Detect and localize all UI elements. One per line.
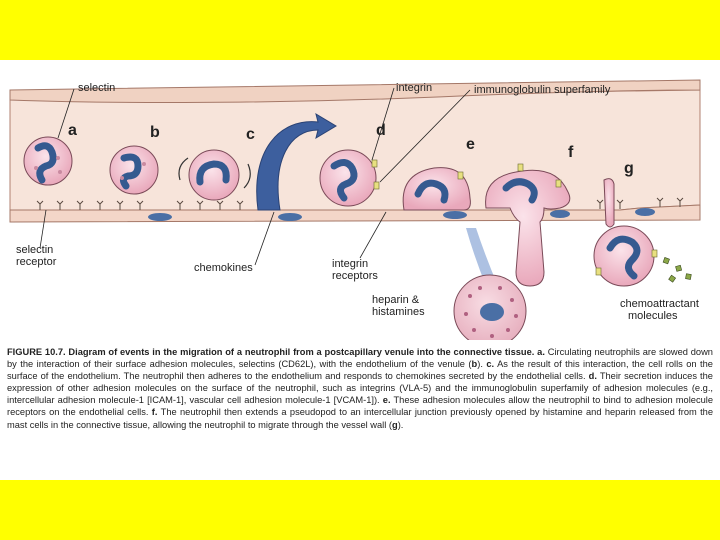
panel-letter-a: a	[68, 122, 77, 139]
panel-letter-d: d	[376, 122, 386, 139]
caption-text-c: As the result of this interaction, the c…	[7, 359, 713, 382]
panel-letter-e: e	[466, 136, 475, 153]
label-integrin-receptors-line2: receptors	[332, 270, 378, 282]
caption-text-a: Circulating neutrophils are slowed down …	[7, 347, 713, 370]
endothelial-nucleus	[278, 213, 302, 221]
leader-lines	[39, 87, 471, 266]
label-selectin: selectin	[78, 82, 116, 94]
caption-text-e: These adhesion molecules allow the neutr…	[7, 395, 713, 418]
label-integrin-receptors-line1: integrin	[332, 258, 369, 270]
caption-text-d: Their secretion induces the expression o…	[7, 371, 713, 406]
label-heparin-line1: heparin &	[372, 294, 420, 306]
label-selectin-receptor-line1: selectin	[16, 244, 54, 256]
caption-letter-d: d.	[588, 371, 597, 382]
caption-letter-e: e.	[382, 395, 391, 406]
neutrophil-f	[485, 163, 571, 287]
neutrophil-c	[178, 149, 251, 201]
panel-letter-b: b	[150, 124, 160, 141]
flow-arrow	[256, 112, 337, 211]
caption-close-b: ).	[477, 359, 483, 370]
panel-letter-f: f	[568, 144, 574, 161]
caption-text-f: The neutrophil then extends a pseudopod …	[7, 407, 713, 430]
figure-caption: FIGURE 10.7. Diagram of events in the mi…	[7, 346, 713, 431]
caption-ref-g: g	[392, 419, 398, 430]
neutrophil-a	[23, 136, 73, 186]
label-heparin-line2: histamines	[372, 306, 425, 318]
panel-letter-g: g	[624, 160, 634, 177]
selectin-receptor-row	[36, 197, 684, 210]
caption-ref-b: b	[471, 359, 478, 370]
chemoattractant-molecules	[662, 257, 692, 283]
neutrophil-d	[319, 149, 380, 207]
figure-panel: selectin integrin immunoglobulin superfa…	[0, 60, 720, 480]
endothelial-nucleus	[550, 210, 570, 218]
label-chemokines: chemokines	[194, 262, 253, 274]
endothelial-nucleus	[148, 213, 172, 221]
neutrophil-g	[593, 178, 658, 287]
neutrophil-e	[402, 167, 471, 211]
endothelial-nucleus	[443, 211, 467, 219]
label-chemoattractant-line1: chemoattractant	[620, 298, 699, 310]
caption-letter-f: f.	[151, 407, 158, 418]
label-chemoattractant-line2: molecules	[628, 310, 678, 322]
caption-title: FIGURE 10.7. Diagram of events in the mi…	[7, 347, 535, 357]
endothelial-nucleus	[635, 208, 655, 216]
caption-letter-c: c.	[486, 359, 495, 370]
panel-letter-c: c	[246, 126, 255, 143]
label-selectin-receptor-line2: receptor	[16, 256, 57, 268]
neutrophil-b	[109, 145, 159, 195]
label-integrin: integrin	[396, 82, 433, 94]
caption-close-g: ).	[397, 419, 404, 430]
heparin-stream	[466, 228, 498, 286]
neutrophil-migration-diagram	[9, 79, 701, 340]
caption-letter-a: a.	[537, 347, 545, 357]
vessel-upper-wall	[9, 79, 701, 104]
label-immunoglobulin-superfamily: immunoglobulin superfamily	[474, 84, 611, 96]
mast-cell	[453, 274, 527, 340]
